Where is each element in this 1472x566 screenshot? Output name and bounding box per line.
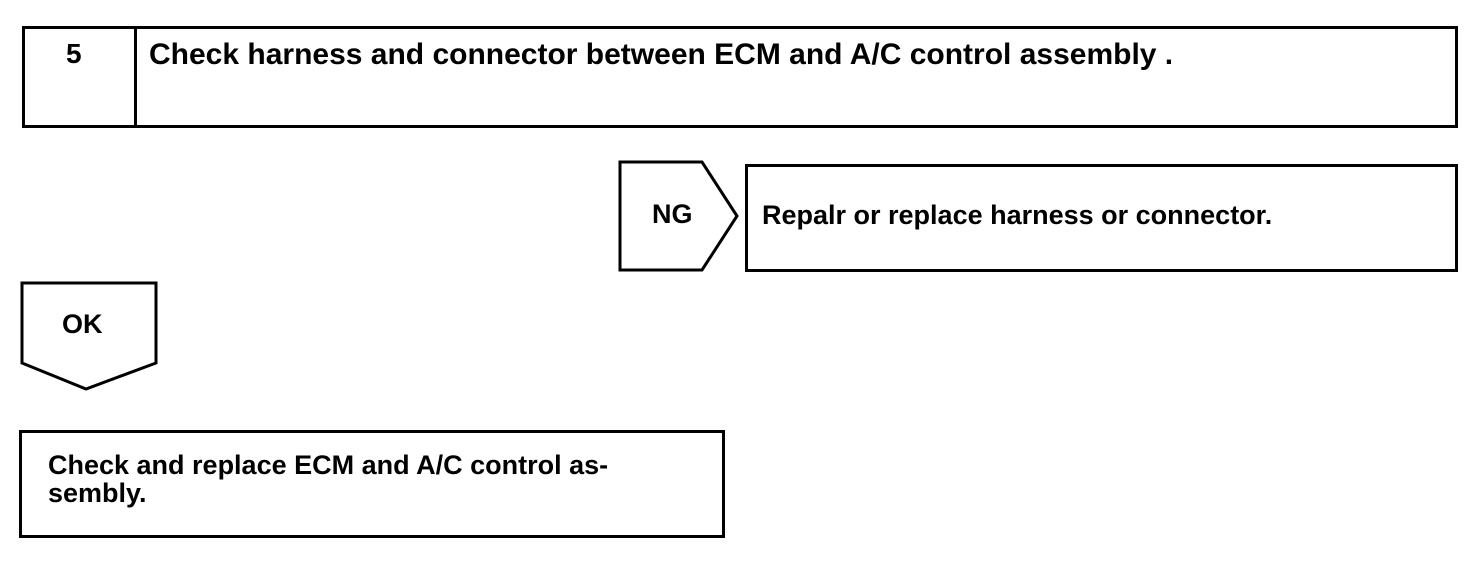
- ng-arrow-shape: [618, 160, 739, 272]
- ok-arrow-shape: [20, 281, 158, 391]
- ok-label: OK: [62, 309, 103, 339]
- step-title: Check harness and connector between ECM …: [149, 38, 1174, 71]
- ng-action-box: [745, 164, 1458, 272]
- ok-action-text: Check and replace ECM and A/C control as…: [48, 451, 708, 507]
- ng-action-text: Repalr or replace harness or connector.: [762, 200, 1273, 230]
- ok-action-line-2: sembly.: [48, 478, 147, 508]
- step-number: 5: [66, 38, 82, 69]
- ok-action-box: [19, 430, 725, 538]
- ok-action-line-1: Check and replace ECM and A/C control as…: [48, 450, 609, 480]
- ng-label: NG: [652, 199, 693, 229]
- step-header-divider: [134, 26, 137, 128]
- step-header-box: [22, 26, 1458, 128]
